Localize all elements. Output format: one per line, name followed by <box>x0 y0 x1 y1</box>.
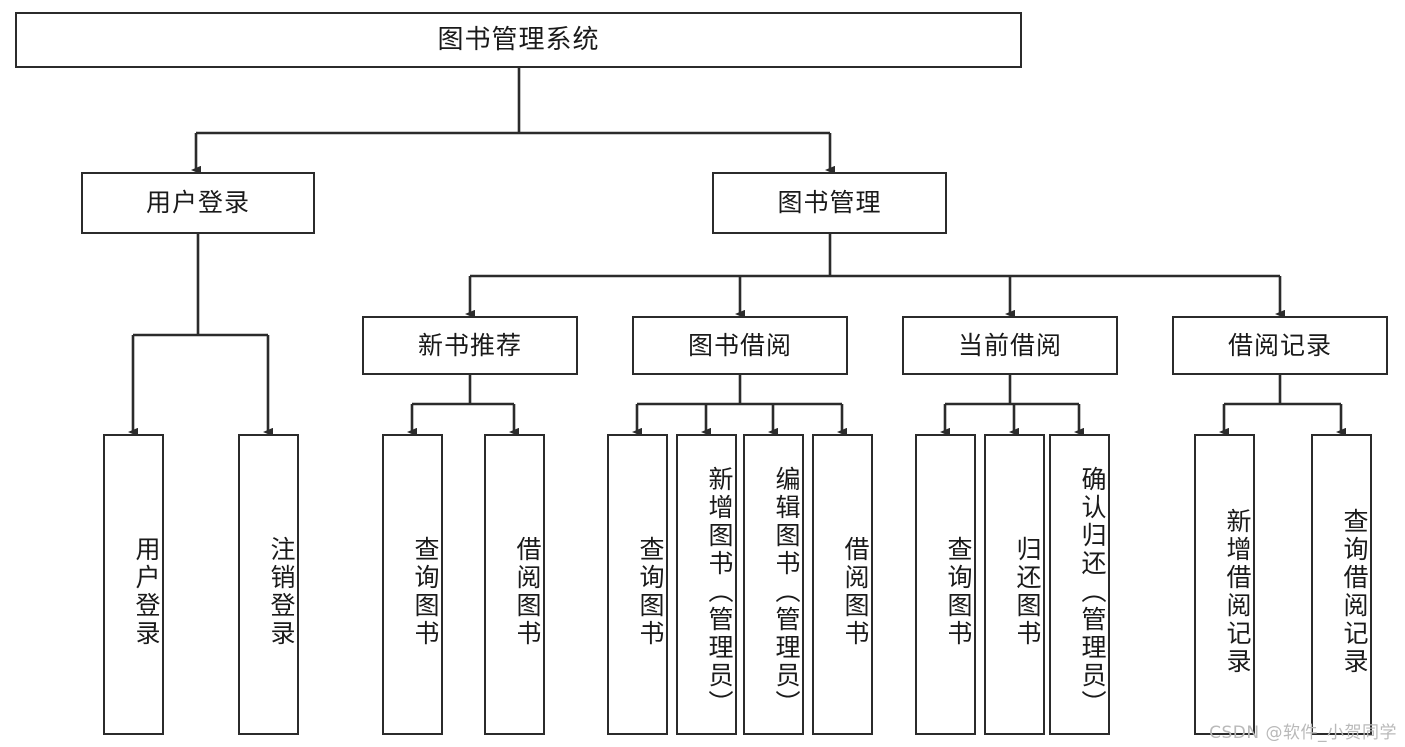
leaf-current-borrow-return-book[interactable]: 归还图书 <box>984 434 1045 735</box>
node-borrowing-record[interactable]: 借阅记录 <box>1172 316 1388 375</box>
leaf-user-login-login[interactable]: 用户登录 <box>103 434 164 735</box>
node-new-book-recommendation[interactable]: 新书推荐 <box>362 316 578 375</box>
leaf-book-borrow-add-book-admin[interactable]: 新增图书（管理员） <box>676 434 737 735</box>
leaf-current-borrow-query-book[interactable]: 查询图书 <box>915 434 976 735</box>
csdn-watermark: CSDN @软件_小贺同学 <box>1209 723 1397 743</box>
node-book-management[interactable]: 图书管理 <box>712 172 947 234</box>
leaf-book-borrow-borrow-book[interactable]: 借阅图书 <box>812 434 873 735</box>
leaf-new-book-query-book[interactable]: 查询图书 <box>382 434 443 735</box>
node-book-borrowing[interactable]: 图书借阅 <box>632 316 848 375</box>
leaf-user-login-logout[interactable]: 注销登录 <box>238 434 299 735</box>
leaf-borrow-record-add-record[interactable]: 新增借阅记录 <box>1194 434 1255 735</box>
leaf-new-book-borrow-book[interactable]: 借阅图书 <box>484 434 545 735</box>
leaf-book-borrow-query-book[interactable]: 查询图书 <box>607 434 668 735</box>
node-user-login[interactable]: 用户登录 <box>81 172 315 234</box>
node-current-borrowing[interactable]: 当前借阅 <box>902 316 1118 375</box>
node-root-book-management-system[interactable]: 图书管理系统 <box>15 12 1022 68</box>
leaf-book-borrow-edit-book-admin[interactable]: 编辑图书（管理员） <box>743 434 804 735</box>
leaf-borrow-record-query-record[interactable]: 查询借阅记录 <box>1311 434 1372 735</box>
leaf-current-borrow-confirm-return-admin[interactable]: 确认归还（管理员） <box>1049 434 1110 735</box>
